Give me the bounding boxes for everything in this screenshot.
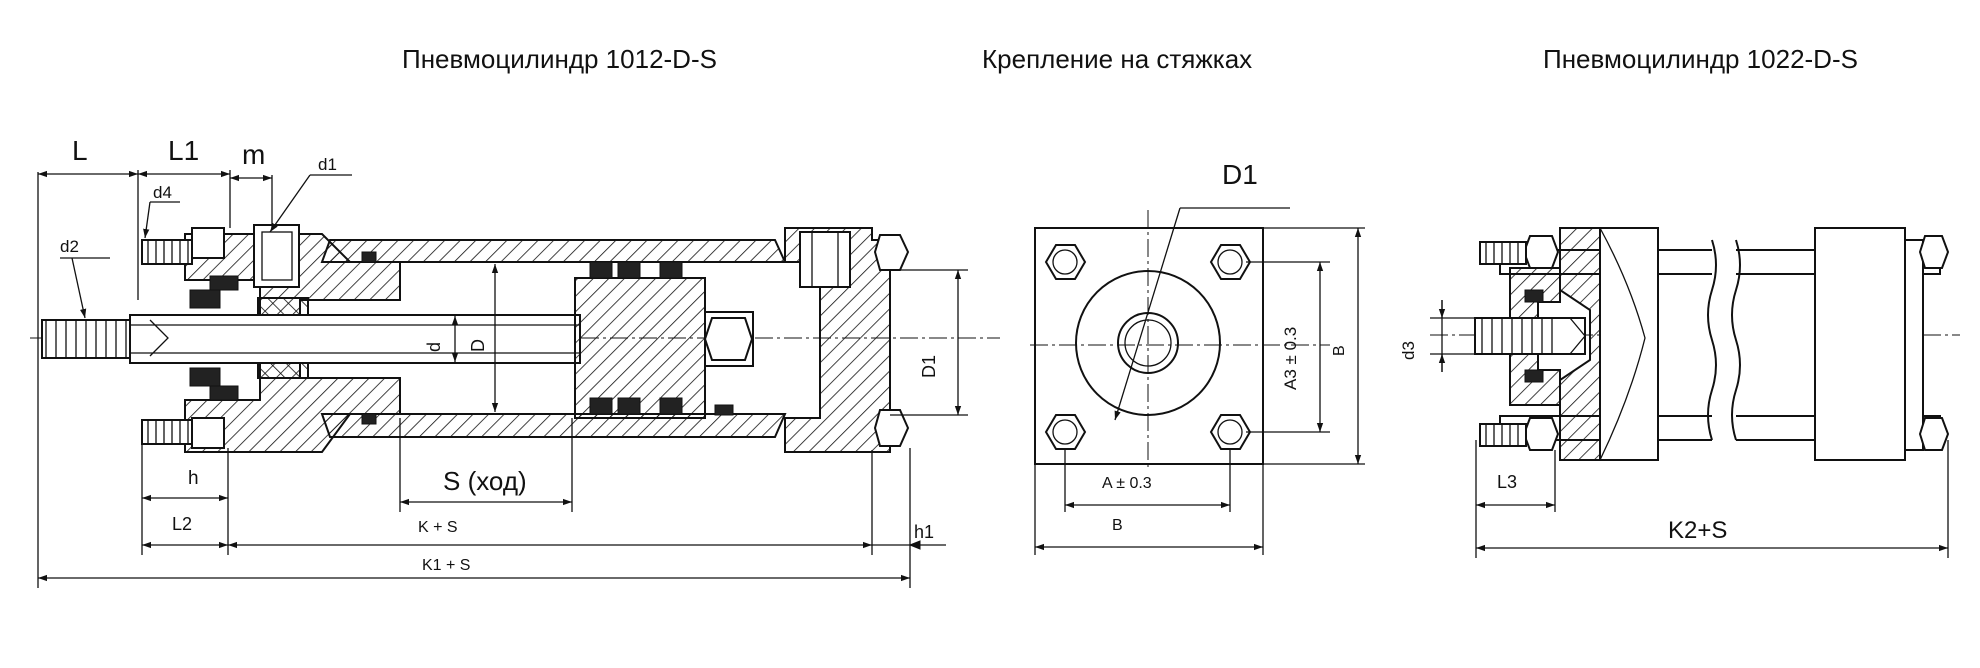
corner-nut-br xyxy=(1209,414,1252,450)
piston xyxy=(574,277,706,419)
label-A3: A3 ± 0.3 xyxy=(1281,327,1300,390)
label-A: A ± 0.3 xyxy=(1102,475,1152,492)
label-K-S: K + S xyxy=(418,519,458,536)
label-L2: L2 xyxy=(172,514,192,534)
label-d1: d1 xyxy=(318,155,337,174)
label-K1-S: K1 + S xyxy=(422,557,470,574)
label-D: D xyxy=(468,339,488,352)
label-B-horizontal: B xyxy=(1112,517,1123,534)
label-d: d xyxy=(424,342,444,352)
break-line-2 xyxy=(1731,239,1741,441)
leader-D1-mid xyxy=(1114,207,1181,421)
boss-circle xyxy=(1075,270,1221,416)
label-L3: L3 xyxy=(1497,472,1517,492)
tie-rod-nut-rear-top xyxy=(873,234,910,271)
label-B-vertical: B xyxy=(1331,345,1348,356)
label-m: m xyxy=(242,139,265,170)
end-plate xyxy=(1034,227,1264,465)
label-h1: h1 xyxy=(914,522,934,542)
corner-nut-bl xyxy=(1044,414,1087,450)
label-d3: d3 xyxy=(1399,341,1418,360)
barrel-bottom-wall xyxy=(320,413,787,438)
label-d4: d4 xyxy=(153,183,172,202)
label-L1: L1 xyxy=(168,135,199,166)
nut-front-bottom-right xyxy=(1522,417,1560,451)
break-line-1 xyxy=(1707,239,1717,441)
view-cylinder-1012: L L1 m d1 d4 d2 d D D1 h L2 xyxy=(30,135,1000,588)
rod-seal-top xyxy=(189,289,221,309)
label-d2: d2 xyxy=(60,237,79,256)
nut-front-top-right xyxy=(1522,235,1560,269)
label-h: h xyxy=(188,468,199,489)
label-D1-mid: D1 xyxy=(1222,159,1258,190)
label-D1-left: D1 xyxy=(919,355,939,378)
piston-seal-2 xyxy=(589,397,613,415)
piston-seal-1 xyxy=(589,261,613,279)
title-tie-rod-mounting: Крепление на стяжках xyxy=(982,44,1253,74)
piston-rod xyxy=(129,314,581,364)
tie-thread-front-top-right xyxy=(1479,241,1527,265)
rear-cap-right xyxy=(1814,227,1906,461)
corner-nut-tr xyxy=(1209,244,1252,280)
tie-rod-nut-front-top xyxy=(191,227,225,259)
tie-rod-nut-rear-bottom xyxy=(873,409,910,447)
label-L: L xyxy=(72,135,88,166)
nut-rear-bottom-right xyxy=(1918,417,1950,451)
front-cap-right-body xyxy=(1599,227,1659,461)
nut-rear-top-right xyxy=(1918,235,1950,269)
title-cylinder-1012: Пневмоцилиндр 1012-D-S xyxy=(402,44,717,74)
tie-rod-nut-front-bottom xyxy=(191,417,225,449)
view-tie-rod-mounting: D1 A3 ± 0.3 B A ± 0.3 B xyxy=(1030,159,1365,555)
barrel-top-wall xyxy=(320,239,787,263)
rear-cap-port xyxy=(799,231,851,288)
label-K2-S: K2+S xyxy=(1668,517,1727,544)
corner-nut-tl xyxy=(1044,244,1087,280)
tie-rod-thread-front-top xyxy=(141,239,193,265)
label-S: S (ход) xyxy=(443,466,527,496)
rod-seal-bottom xyxy=(189,367,221,387)
rear-flange-right xyxy=(1904,239,1924,451)
tie-thread-front-bottom-right xyxy=(1479,423,1527,447)
title-cylinder-1022: Пневмоцилиндр 1022-D-S xyxy=(1543,44,1858,74)
view-cylinder-1022: d3 L3 K2+S xyxy=(1399,227,1960,558)
tie-rod-thread-front-bottom xyxy=(141,419,193,445)
